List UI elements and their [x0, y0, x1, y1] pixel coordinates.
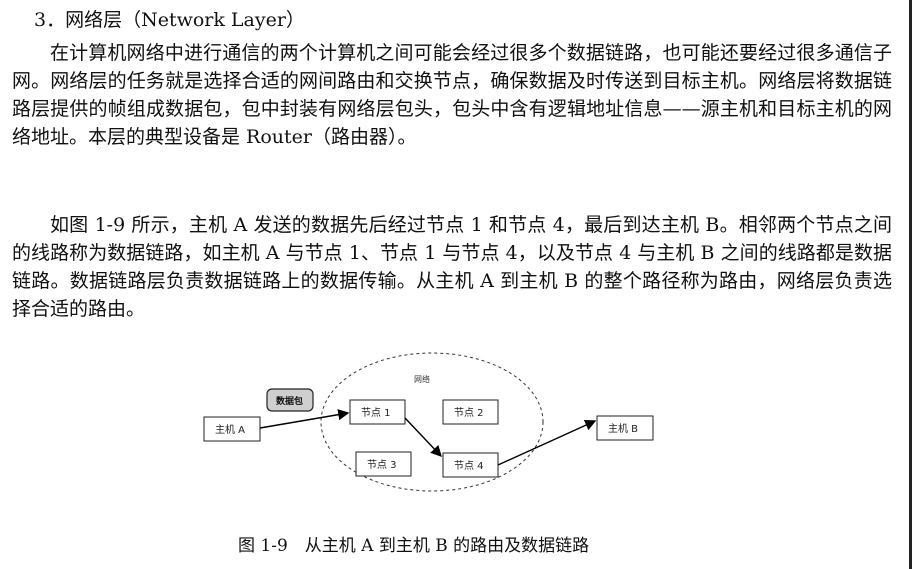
link-arrow-host-a-to-node-1 — [259, 409, 350, 429]
route-diagram: 网络 数据包 主机 A 节点 1 节点 2 节点 3 节点 4 主机 B — [190, 352, 690, 492]
host-b-box — [596, 415, 654, 441]
link-arrow-node-1-to-node-4 — [404, 417, 442, 458]
paragraph-network-layer: 在计算机网络中进行通信的两个计算机之间可能会经过很多个数据链路，也可能还要经过很… — [12, 39, 892, 151]
figure-caption: 图 1-9 从主机 A 到主机 B 的路由及数据链路 — [238, 536, 590, 556]
paragraph-1-text: 在计算机网络中进行通信的两个计算机之间可能会经过很多个数据链路，也可能还要经过很… — [12, 42, 892, 148]
node-1-label: 节点 1 — [361, 407, 391, 419]
network-label: 网络 — [414, 374, 430, 384]
node-3-box — [355, 451, 412, 477]
packet-label: 数据包 — [276, 395, 303, 407]
paragraph-2-text: 如图 1-9 所示，主机 A 发送的数据先后经过节点 1 和节点 4，最后到达主… — [12, 214, 892, 320]
node-1-box — [349, 399, 406, 425]
route-diagram-svg: 网络 数据包 主机 A 节点 1 节点 2 节点 3 节点 4 主机 B — [203, 352, 654, 492]
section-heading: 3．网络层（Network Layer） — [34, 9, 305, 31]
node-2-box — [442, 399, 499, 425]
packet-box — [266, 388, 314, 412]
node-2-label: 节点 2 — [454, 407, 484, 419]
network-boundary — [320, 352, 544, 492]
host-b-label: 主机 B — [608, 422, 638, 435]
node-4-label: 节点 4 — [454, 460, 484, 472]
node-3-label: 节点 3 — [367, 459, 397, 471]
paragraph-figure-description: 如图 1-9 所示，主机 A 发送的数据先后经过节点 1 和节点 4，最后到达主… — [12, 211, 892, 323]
link-arrow-node-4-to-host-b — [497, 419, 597, 466]
page-edge — [909, 0, 912, 569]
host-a-box — [203, 416, 261, 442]
host-a-label: 主机 A — [215, 423, 245, 436]
